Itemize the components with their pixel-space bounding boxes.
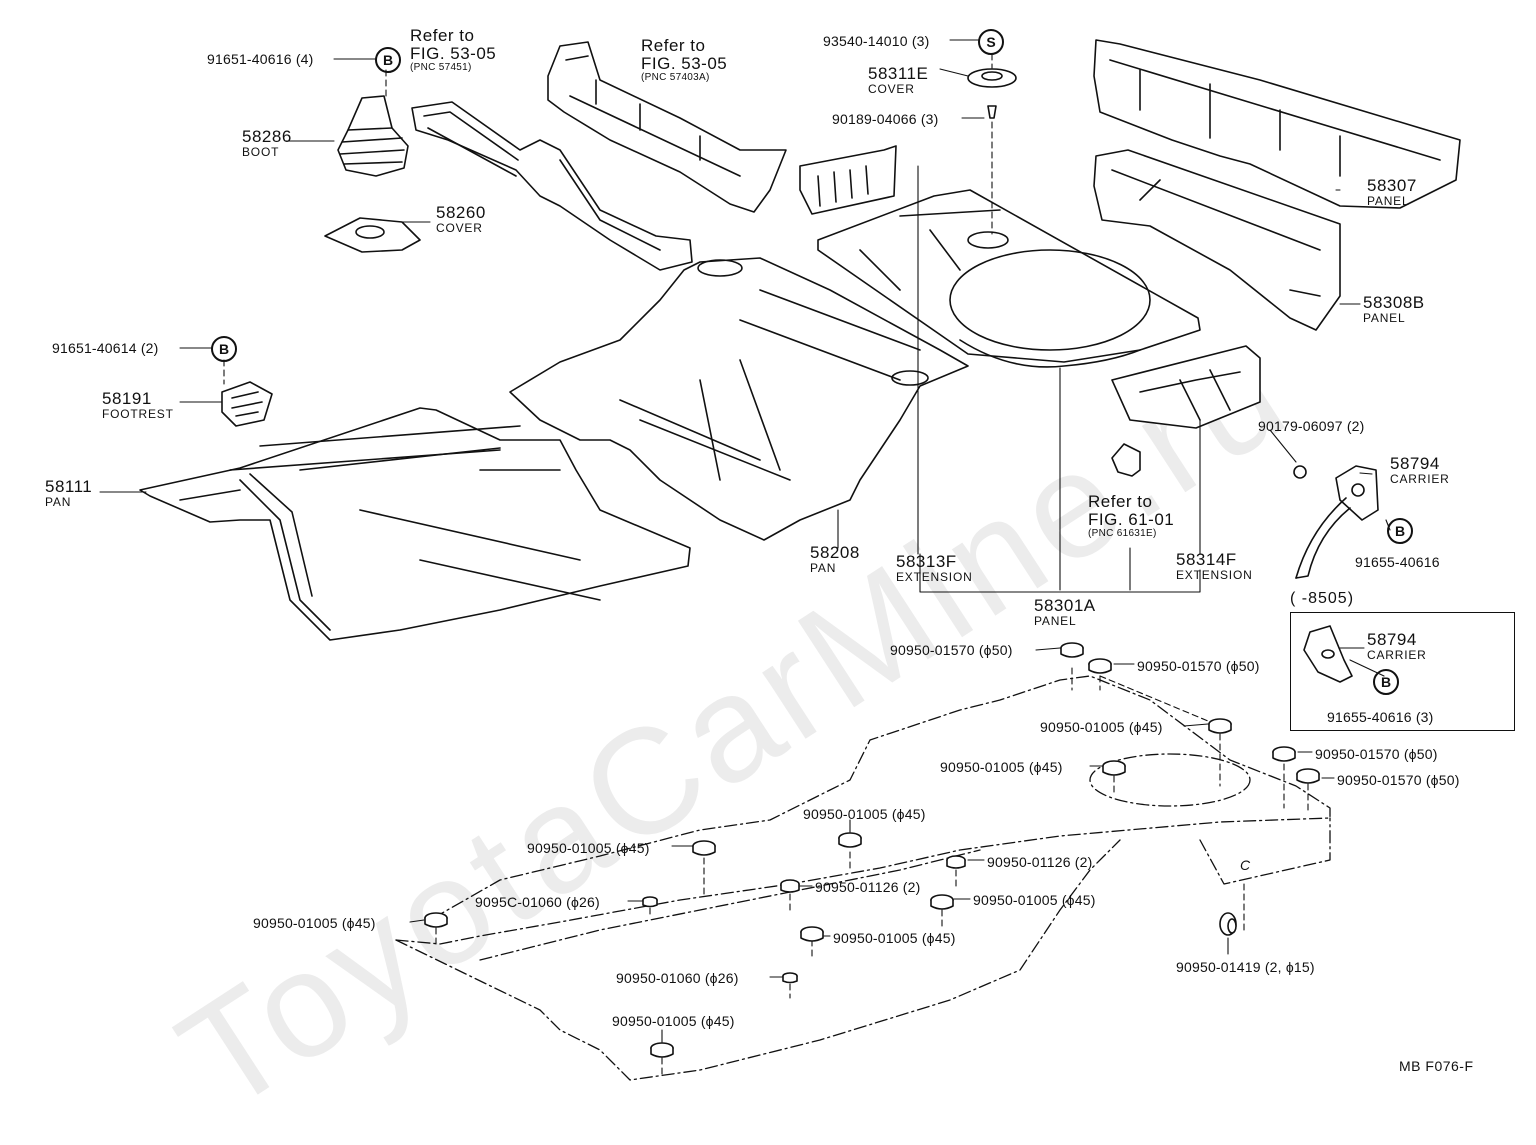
cover-58311E bbox=[967, 68, 1017, 88]
plug-icon bbox=[838, 832, 862, 848]
plug-label: 90950-01005 (ϕ45) bbox=[833, 930, 956, 946]
label-91655-40616: 91655-40616 bbox=[1355, 554, 1440, 570]
plug-label: 90950-01126 (2) bbox=[987, 854, 1093, 870]
cross-member-57403A bbox=[547, 41, 787, 213]
bolt-b-icon: B bbox=[211, 336, 237, 362]
label-91651-40616: 91651-40616 (4) bbox=[207, 51, 314, 67]
inset-carrier-58794 bbox=[1303, 625, 1353, 683]
diagram-code: MB F076-F bbox=[1399, 1058, 1474, 1074]
extension-58313F bbox=[799, 145, 897, 215]
plug-label: 90950-01570 (ϕ50) bbox=[890, 642, 1013, 658]
plug-icon bbox=[930, 894, 954, 910]
cover-58260 bbox=[324, 217, 421, 253]
plug-label: 90950-01126 (2) bbox=[815, 879, 921, 895]
inset-box bbox=[1290, 612, 1515, 731]
plug-icon bbox=[1060, 642, 1084, 658]
floor-outline bbox=[395, 675, 1331, 1081]
plug-icon bbox=[424, 912, 448, 928]
label-90179-06097: 90179-06097 (2) bbox=[1258, 418, 1365, 434]
plug-icon bbox=[780, 879, 800, 893]
label-90189-04066: 90189-04066 (3) bbox=[832, 111, 939, 127]
plug-label: 90950-01005 (ϕ45) bbox=[803, 806, 926, 822]
footrest-58191 bbox=[221, 381, 273, 427]
inset-range: ( -8505) bbox=[1290, 590, 1355, 607]
plug-icon bbox=[1102, 760, 1126, 776]
plug-icon bbox=[1272, 746, 1296, 762]
plug-label: 90950-01005 (ϕ45) bbox=[1040, 719, 1163, 735]
plug-label: 90950-01005 (ϕ45) bbox=[940, 759, 1063, 775]
label-91655-40616-3: 91655-40616 (3) bbox=[1327, 709, 1434, 725]
plug-label: 90950-01570 (ϕ50) bbox=[1337, 772, 1460, 788]
plug-icon bbox=[800, 926, 824, 942]
plug-label: 90950-01005 (ϕ45) bbox=[253, 915, 376, 931]
panel-58307 bbox=[1093, 39, 1461, 209]
plug-icon bbox=[782, 972, 798, 984]
plug-label: 90950-01060 (ϕ26) bbox=[616, 970, 739, 986]
front-pan-58111 bbox=[139, 407, 691, 641]
plug-icon bbox=[1296, 768, 1320, 784]
side-member-57451 bbox=[411, 101, 693, 271]
plug-label: 90950-01005 (ϕ45) bbox=[527, 840, 650, 856]
c-mark: C bbox=[1240, 857, 1251, 873]
plug-label: 90950-01570 (ϕ50) bbox=[1315, 746, 1438, 762]
plug-label: 90950-01005 (ϕ45) bbox=[973, 892, 1096, 908]
label-91651-40614: 91651-40614 (2) bbox=[52, 340, 159, 356]
plug-label: 90950-01419 (2, ϕ15) bbox=[1176, 959, 1315, 975]
rear-floor-panel bbox=[817, 189, 1201, 368]
plug-label: 90950-01005 (ϕ45) bbox=[612, 1013, 735, 1029]
center-pan-58208 bbox=[509, 257, 969, 541]
plug-icon bbox=[1208, 718, 1232, 734]
plug-label: 90950-01570 (ϕ50) bbox=[1137, 658, 1260, 674]
bracket-61631E bbox=[1111, 443, 1141, 477]
panel-58308B bbox=[1093, 149, 1341, 331]
plug-icon bbox=[692, 840, 716, 856]
carrier-58794 bbox=[1293, 465, 1379, 579]
extension-58314F bbox=[1111, 345, 1261, 429]
plug-icon bbox=[650, 1042, 674, 1058]
label-93540-14010: 93540-14010 (3) bbox=[823, 33, 930, 49]
screw-s-icon: S bbox=[978, 29, 1004, 55]
plug-icon bbox=[946, 855, 966, 869]
plug-icon bbox=[1088, 658, 1112, 674]
bolt-b-icon: B bbox=[1373, 669, 1399, 695]
plug-icon bbox=[642, 896, 658, 908]
plug-icon bbox=[1219, 912, 1237, 936]
boot-58286 bbox=[337, 95, 409, 177]
bolt-b-icon: B bbox=[1387, 518, 1413, 544]
bolt-b-icon: B bbox=[375, 47, 401, 73]
plug-label: 9095C-01060 (ϕ26) bbox=[475, 894, 600, 910]
